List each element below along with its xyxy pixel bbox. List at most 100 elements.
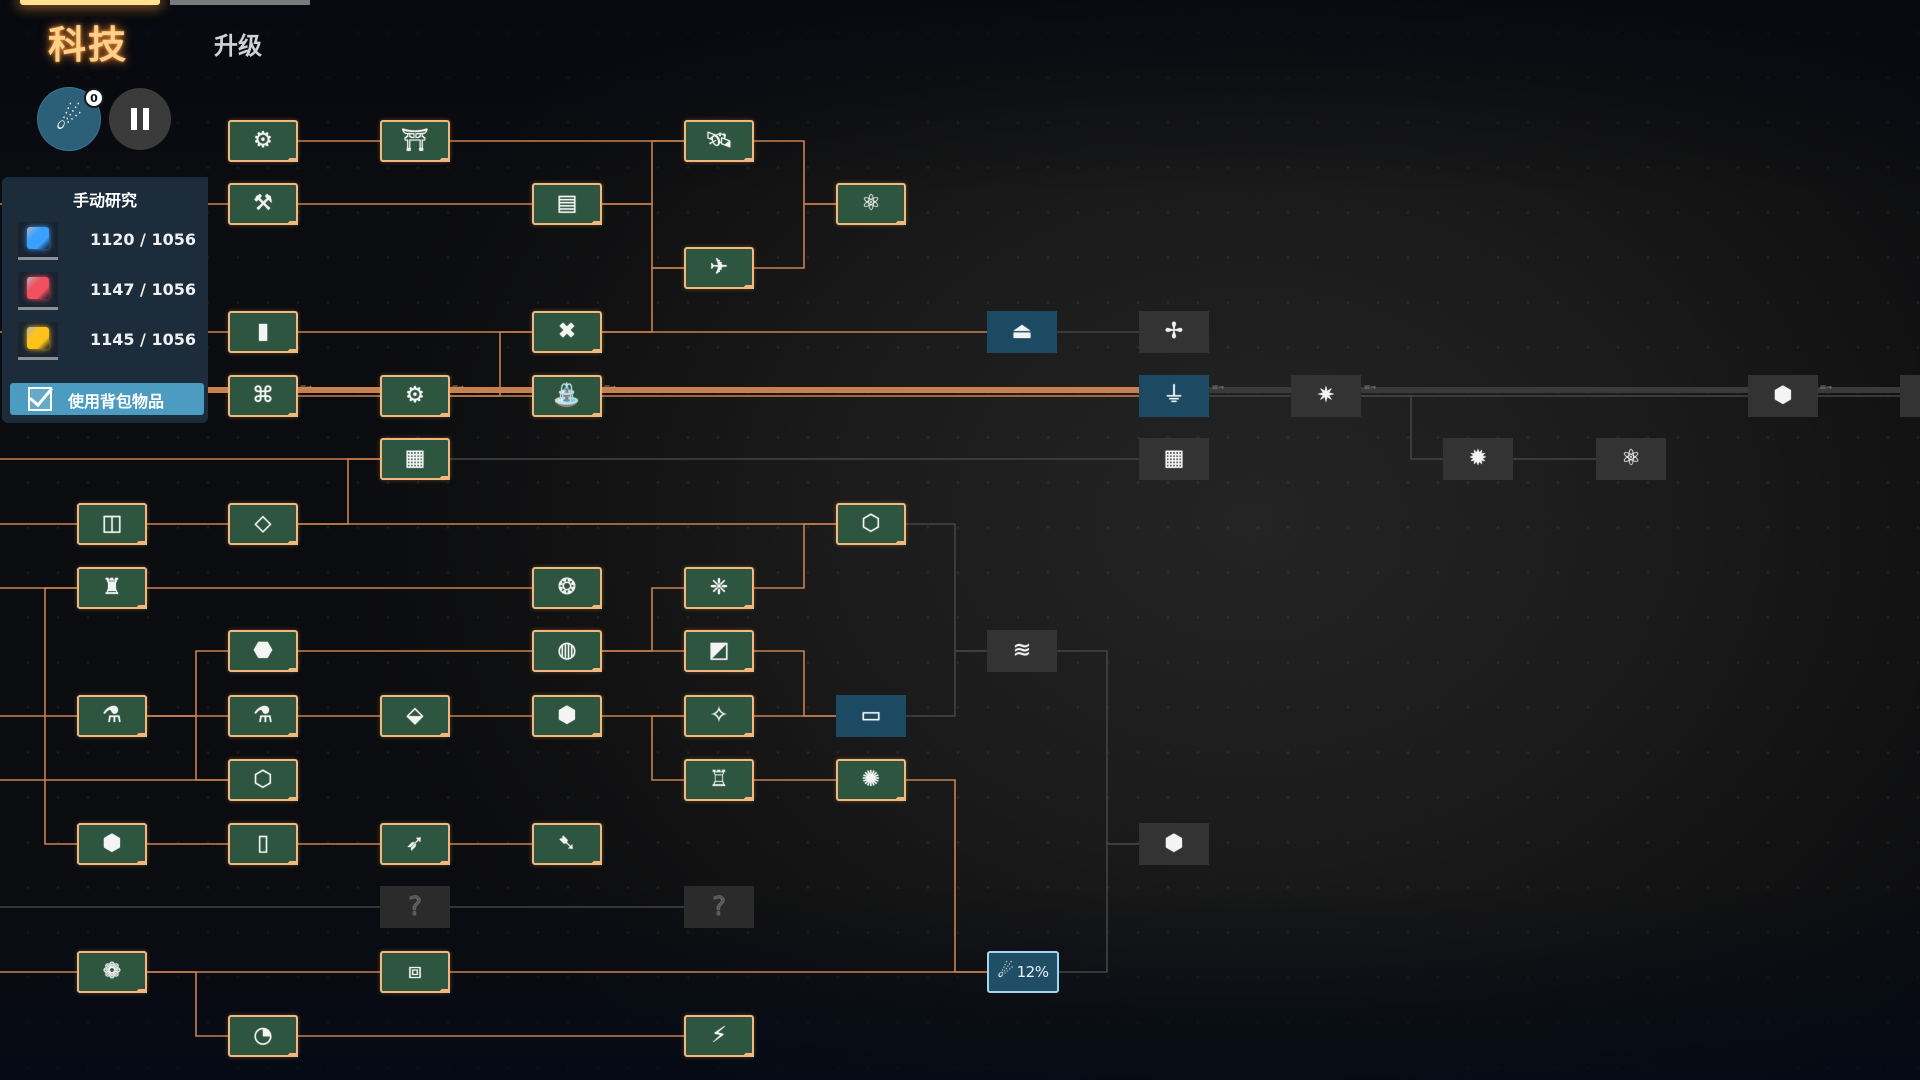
tech-node[interactable]: ❂ [532, 567, 602, 609]
tech-node[interactable]: ◇ [228, 503, 298, 545]
drone-hub-icon: ✢ [1164, 319, 1184, 344]
fusion-tower-icon: ⏚ [1162, 383, 1185, 408]
tech-node[interactable]: ⏚ [1139, 375, 1209, 417]
tech-node[interactable]: ⚗ [77, 695, 147, 737]
tech-node[interactable]: ▦ [1139, 438, 1209, 480]
tech-node[interactable]: ❁ [77, 951, 147, 993]
cabinet-locked-icon: ▦ [1163, 446, 1185, 471]
tech-node[interactable]: ⬢ [532, 695, 602, 737]
use-bag-items-toggle[interactable]: 使用背包物品 [10, 383, 204, 415]
rocket-crossed-icon: ✈ [709, 255, 729, 280]
checkbox-checked-icon[interactable] [28, 387, 52, 411]
assembler-mk3-icon: ⚙ [253, 128, 273, 153]
tech-node[interactable]: ⬢ [1139, 823, 1209, 865]
accumulator-icon: ⏏ [1011, 319, 1033, 344]
tech-node[interactable]: ▤ [532, 183, 602, 225]
tech-node[interactable]: ⚛ [836, 183, 906, 225]
tab-indicator-inactive [170, 0, 310, 5]
layers-stack-icon: ≋ [1012, 638, 1032, 663]
tech-node[interactable]: 🛰 [684, 120, 754, 162]
tech-node[interactable]: ✢ [1139, 311, 1209, 353]
tech-node[interactable]: ⬢ [1748, 375, 1818, 417]
tree-link [298, 267, 684, 333]
pause-icon-bar [143, 108, 149, 130]
frame-shield-icon: ⧈ [408, 959, 422, 984]
hexagon-lattice-icon: ⬣ [253, 638, 273, 663]
cabinet-icon: ▦ [404, 446, 426, 471]
tech-node[interactable]: ⬡ [836, 503, 906, 545]
nanotube-icon: ◍ [557, 638, 577, 663]
energy-cube-icon: ⬢ [102, 831, 122, 856]
tech-node[interactable]: ⚗ [228, 695, 298, 737]
link-direction-icon: =⇒ [1212, 382, 1225, 393]
tech-node[interactable]: ◔ [228, 1015, 298, 1057]
tech-node[interactable]: ▦ [380, 438, 450, 480]
tech-node[interactable]: ✖ [532, 311, 602, 353]
tree-link [147, 971, 228, 1037]
tech-node[interactable]: ♖ [684, 759, 754, 801]
resource-row-red: 1147 / 1056 [16, 272, 196, 312]
research-progress-label: 12% [1016, 963, 1049, 981]
manual-research-title: 手动研究 [72, 191, 137, 210]
grass-sparkle-icon: ❈ [709, 575, 729, 600]
tech-node[interactable]: ▮ [228, 311, 298, 353]
tech-node[interactable]: ≋ [987, 630, 1057, 672]
wind-turbine-icon: ⌘ [252, 383, 274, 408]
armored-drum-icon: ◔ [253, 1023, 273, 1048]
diamond-plate-icon: ◇ [254, 511, 272, 536]
tech-node[interactable]: ➷ [532, 823, 602, 865]
battery-tower-icon: ▮ [256, 319, 270, 344]
tech-node[interactable]: ⬡ [228, 759, 298, 801]
tree-link [754, 203, 836, 269]
tech-node[interactable]: ⬣ [228, 630, 298, 672]
pause-button[interactable] [109, 88, 171, 150]
tech-node[interactable]: ⬢ [77, 823, 147, 865]
use-bag-items-label: 使用背包物品 [68, 392, 165, 411]
tree-link [1057, 843, 1139, 973]
tech-node[interactable]: ? [380, 886, 450, 928]
tech-node[interactable]: ✧ [684, 695, 754, 737]
tech-node[interactable]: ⌘ [228, 375, 298, 417]
tech-node[interactable]: ◫ [77, 503, 147, 545]
robot-body-icon: ♜ [102, 575, 122, 600]
link-direction-icon: =⇒ [300, 382, 313, 393]
tech-node-current[interactable]: ☄12% [987, 951, 1059, 993]
blue-cube-icon [18, 222, 58, 260]
tech-node[interactable]: ❈ [684, 567, 754, 609]
tech-node[interactable]: ⛲ [532, 375, 602, 417]
link-direction-icon: =⇒ [1364, 382, 1377, 393]
tech-node[interactable]: ⚒ [228, 183, 298, 225]
tech-node[interactable]: ➶ [380, 823, 450, 865]
tech-node[interactable]: ⚙ [380, 375, 450, 417]
tech-node[interactable]: ♜ [77, 567, 147, 609]
book-layers-icon: ▭ [860, 703, 882, 728]
tech-node[interactable]: ▭ [836, 695, 906, 737]
tech-node[interactable]: ⧈ [380, 951, 450, 993]
crossed-beams-icon: ✖ [557, 319, 577, 344]
galaxy-swirl-icon: ✺ [861, 767, 881, 792]
tech-node[interactable]: ⚡ [684, 1015, 754, 1057]
tab-tech[interactable]: 科技 [48, 23, 129, 67]
tab-upgrade[interactable]: 升级 [214, 32, 262, 60]
tech-node[interactable]: ⚙ [228, 120, 298, 162]
tech-node[interactable]: ⏏ [987, 311, 1057, 353]
unknown-icon: ? [408, 892, 422, 922]
crystal-cell-icon: ⬢ [557, 703, 577, 728]
tech-node[interactable]: ✈ [684, 247, 754, 289]
tech-node[interactable]: ◍ [532, 630, 602, 672]
tech-node[interactable]: ▯ [228, 823, 298, 865]
tech-node[interactable]: ✷ [1291, 375, 1361, 417]
tech-node[interactable]: ✺ [836, 759, 906, 801]
tech-node[interactable]: ⛩ [380, 120, 450, 162]
tech-node[interactable] [1900, 375, 1920, 417]
tech-node[interactable]: ✹ [1443, 438, 1513, 480]
tech-node[interactable]: ? [684, 886, 754, 928]
atom-reactor-icon: ⚛ [1621, 446, 1641, 471]
tech-node[interactable]: ◩ [684, 630, 754, 672]
manual-research-panel: 手动研究 1120 / 1056 1147 / 1056 1145 / 1056… [2, 177, 208, 423]
orbit-research-icon: ☄ [55, 101, 83, 137]
tech-node[interactable]: ⚛ [1596, 438, 1666, 480]
tech-node[interactable]: ⬙ [380, 695, 450, 737]
